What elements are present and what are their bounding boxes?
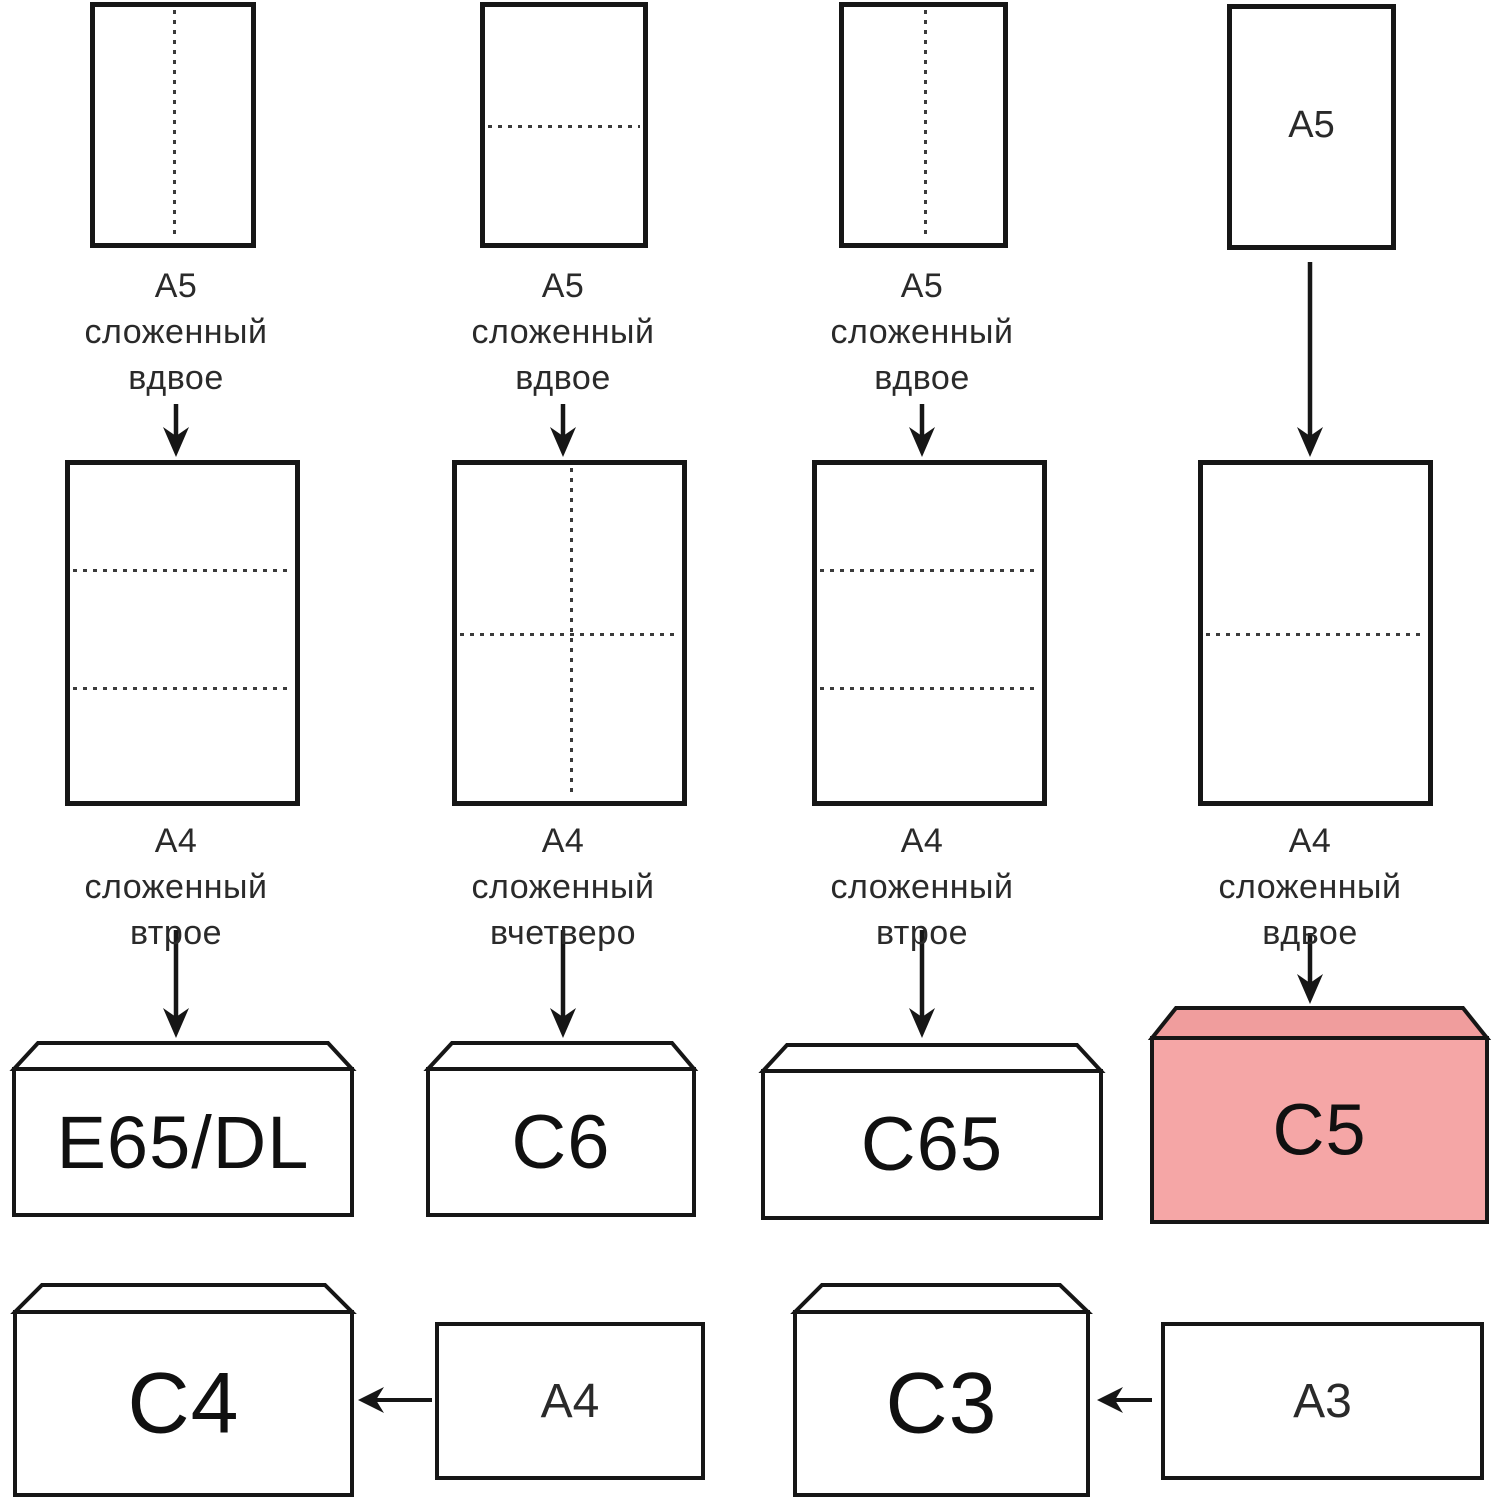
fold-line-horizontal	[1206, 633, 1425, 636]
envelope-body	[13, 1310, 354, 1497]
down-arrow	[163, 262, 1323, 457]
down-arrow	[163, 930, 1323, 1038]
fold-line-vertical	[923, 10, 927, 240]
fold-line-horizontal	[73, 569, 292, 573]
envelope-label-c3: C3	[885, 1355, 998, 1452]
paper-a5-fold-horizontal	[480, 2, 648, 248]
envelope-c5-shape	[1147, 1006, 1492, 1224]
envelope-body	[793, 1310, 1090, 1497]
caption-line: вдвое	[515, 359, 611, 397]
caption-a4-folded-thirds-2: A4 сложенный втрое	[772, 818, 1072, 956]
caption-a4-folded-half: A4 сложенный вдвое	[1160, 818, 1460, 956]
left-arrow	[358, 1387, 1152, 1413]
envelope-c4-shape	[10, 1283, 357, 1497]
fold-line-vertical	[173, 10, 176, 240]
paper-a4-flat: A4	[435, 1322, 705, 1480]
caption-line: A5	[900, 267, 944, 305]
envelope-flap	[1147, 1006, 1492, 1040]
envelope-body	[1150, 1036, 1489, 1224]
caption-line: вчетверо	[489, 914, 636, 952]
paper-a4-fold-thirds	[65, 460, 300, 806]
paper-a3-label: A3	[1293, 1374, 1352, 1428]
caption-line: сложенный	[1218, 868, 1402, 906]
caption-line: сложенный	[84, 868, 268, 906]
fold-line-horizontal	[460, 633, 679, 636]
caption-line: A4	[541, 822, 585, 860]
caption-a5-folded-in-half-2: A5 сложенный вдвое	[413, 263, 713, 401]
caption-a5-folded-in-half-3: A5 сложенный вдвое	[772, 263, 1072, 401]
paper-a5-label: A5	[1288, 104, 1335, 146]
caption-line: втрое	[129, 914, 223, 952]
envelope-body	[12, 1067, 354, 1217]
caption-line: сложенный	[830, 313, 1014, 351]
caption-line: сложенный	[830, 868, 1014, 906]
caption-line: сложенный	[471, 313, 655, 351]
caption-a4-folded-quarters: A4 сложенный вчетверо	[413, 818, 713, 956]
caption-line: втрое	[875, 914, 969, 952]
paper-a4-fold-half	[1198, 460, 1433, 806]
caption-line: вдвое	[1262, 914, 1358, 952]
caption-line: сложенный	[471, 868, 655, 906]
envelope-flap	[423, 1041, 699, 1071]
caption-line: A4	[900, 822, 944, 860]
paper-a4-fold-quarters	[452, 460, 687, 806]
envelope-body	[761, 1069, 1103, 1220]
paper-a5-fold-vertical	[90, 2, 256, 248]
fold-line-horizontal	[820, 686, 1039, 690]
envelope-flap	[758, 1043, 1106, 1073]
paper-a4-label: A4	[540, 1374, 600, 1428]
paper-a4-fold-thirds	[812, 460, 1047, 806]
envelope-label-c65: C65	[860, 1101, 1004, 1187]
envelope-e65dl-shape	[9, 1041, 357, 1217]
envelope-label-e65dl: E65/DL	[56, 1100, 310, 1184]
envelope-label-c4: C4	[127, 1355, 240, 1452]
caption-line: A5	[541, 267, 585, 305]
caption-line: вдвое	[128, 359, 224, 397]
paper-a5-flat: A5	[1227, 4, 1396, 250]
fold-line-horizontal	[73, 686, 292, 690]
envelope-flap	[9, 1041, 357, 1071]
envelope-c3-shape	[790, 1283, 1093, 1497]
fold-line-horizontal	[488, 125, 640, 128]
envelope-c6-shape	[423, 1041, 699, 1217]
caption-a4-folded-thirds-1: A4 сложенный втрое	[26, 818, 326, 956]
caption-line: сложенный	[84, 313, 268, 351]
caption-a5-folded-in-half-1: A5 сложенный вдвое	[26, 263, 326, 401]
paper-a3-flat: A3	[1161, 1322, 1484, 1480]
envelope-flap	[10, 1283, 357, 1314]
envelope-flap	[790, 1283, 1093, 1314]
envelope-c65-shape	[758, 1043, 1106, 1220]
paper-a5-fold-vertical	[839, 2, 1008, 248]
envelope-label-c5: C5	[1272, 1090, 1367, 1171]
envelope-body	[426, 1067, 696, 1217]
caption-line: вдвое	[874, 359, 970, 397]
caption-line: A5	[154, 267, 198, 305]
envelope-label-c6: C6	[511, 1099, 611, 1185]
caption-line: A4	[1288, 822, 1332, 860]
fold-line-horizontal	[820, 569, 1039, 573]
caption-line: A4	[154, 822, 198, 860]
